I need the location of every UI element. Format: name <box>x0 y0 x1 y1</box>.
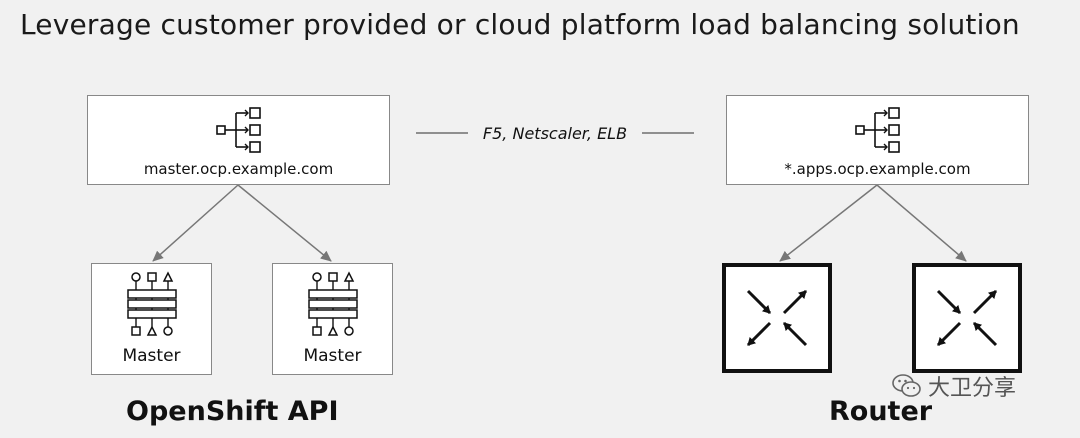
router-icon <box>936 289 998 347</box>
edge-lb-router-1 <box>779 184 878 262</box>
edge-lb-master-2 <box>237 184 332 262</box>
wechat-icon <box>892 374 921 397</box>
router-icon <box>746 289 808 347</box>
master-node-2: Master <box>272 263 393 375</box>
master-load-balancer: master.ocp.example.com <box>87 95 390 185</box>
edge-lb-master-1 <box>152 184 239 262</box>
master-lb-label: master.ocp.example.com <box>143 160 334 178</box>
watermark: 大卫分享 <box>892 370 1016 402</box>
group-label-router: Router <box>829 396 933 427</box>
load-balancer-icon <box>854 107 900 153</box>
apps-lb-label: *.apps.ocp.example.com <box>784 160 971 178</box>
master-node-1: Master <box>91 263 212 375</box>
group-label-openshift-api: OpenShift API <box>126 396 339 427</box>
diagram-title: Leverage customer provided or cloud plat… <box>20 8 1020 41</box>
watermark-text: 大卫分享 <box>928 376 1017 401</box>
apps-load-balancer: *.apps.ocp.example.com <box>726 95 1029 185</box>
router-node-2 <box>912 263 1022 373</box>
master-node-label: Master <box>122 346 181 366</box>
master-node-icon <box>126 271 177 336</box>
edge-lb-router-2 <box>876 184 967 262</box>
router-node-1 <box>722 263 832 373</box>
connection-label: F5, Netscaler, ELB <box>482 124 628 143</box>
master-node-icon <box>307 271 358 336</box>
master-node-label: Master <box>303 346 362 366</box>
load-balancer-icon <box>215 107 261 153</box>
